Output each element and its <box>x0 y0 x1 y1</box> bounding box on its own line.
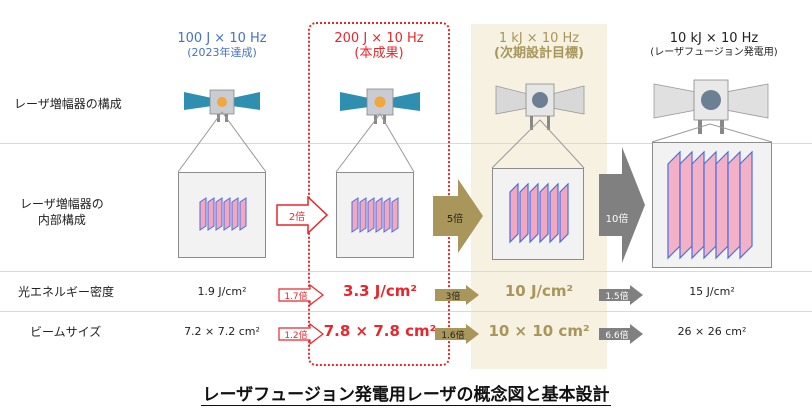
row-label-internal-line2: 内部構成 <box>37 213 86 228</box>
row-divider <box>0 311 812 312</box>
amplifier-device-1kj <box>495 83 585 130</box>
amplifier-device-100j <box>184 89 260 122</box>
multiplier-beam-6-6x: 6.6倍 <box>605 331 629 341</box>
arrow-gray <box>599 147 645 263</box>
slab-stack-100j <box>199 197 247 231</box>
column-header-10kj: 10 kJ × 10 Hz (レーザフュージョン発電用) <box>614 31 812 58</box>
slab-stack-200j <box>351 197 399 233</box>
beam-size-10kj: 26 × 26 cm² <box>677 325 747 338</box>
amplifier-device-200j <box>340 88 420 124</box>
column-header-100j: 100 J × 10 Hz (2023年達成) <box>162 31 282 60</box>
column-subtitle: (本成果) <box>354 45 404 61</box>
multiplier-internal-2x: 2倍 <box>288 212 306 223</box>
column-title: 100 J × 10 Hz <box>177 31 267 46</box>
multiplier-internal-10x: 10倍 <box>605 214 629 225</box>
energy-density-100j: 1.9 J/cm² <box>197 285 247 298</box>
multiplier-energy-3x: 3倍 <box>445 292 461 302</box>
multiplier-energy-1-7x: 1.7倍 <box>284 292 308 302</box>
row-label-beam-size: ビームサイズ <box>30 325 102 339</box>
row-divider <box>0 271 812 272</box>
energy-density-200j: 3.3 J/cm² <box>343 282 417 300</box>
arrow-outline-red-energy <box>278 284 324 306</box>
arrow-gold-energy <box>435 285 479 305</box>
figure-caption-text: レーザフュージョン発電用レーザの概念図と基本設計 <box>200 385 612 406</box>
multiplier-internal-5x: 5倍 <box>446 214 464 225</box>
row-label-internal-line1: レーザ増幅器の <box>20 197 104 211</box>
arrow-gray-beam <box>599 324 643 344</box>
arrow-gold <box>433 179 483 253</box>
slab-stack-10kj <box>667 150 753 260</box>
column-subtitle: (レーザフュージョン発電用) <box>650 46 778 58</box>
column-title: 10 kJ × 10 Hz <box>669 31 759 46</box>
column-title: 1 kJ × 10 Hz <box>498 31 580 46</box>
amplifier-device-10kj <box>653 79 769 134</box>
multiplier-beam-1-2x: 1.2倍 <box>284 331 308 341</box>
slab-stack-1kj <box>509 182 569 244</box>
beam-size-200j: 7.8 × 7.8 cm² <box>323 322 437 340</box>
beam-size-1kj: 10 × 10 cm² <box>488 322 590 340</box>
internal-box-200j <box>336 172 414 258</box>
arrow-gold-beam <box>435 324 479 344</box>
column-subtitle: (2023年達成) <box>187 45 257 59</box>
multiplier-beam-1-6x: 1.6倍 <box>441 331 465 341</box>
figure-caption: レーザフュージョン発電用レーザの概念図と基本設計 <box>0 380 812 406</box>
energy-density-10kj: 15 J/cm² <box>689 285 735 298</box>
row-label-internal: レーザ増幅器の 内部構成 <box>20 196 104 228</box>
multiplier-energy-1-5x: 1.5倍 <box>605 292 629 302</box>
row-label-energy-density: 光エネルギー密度 <box>18 285 115 299</box>
highlight-frame-this-result <box>308 22 450 366</box>
column-subtitle: (次期設計目標) <box>494 45 584 61</box>
column-title: 200 J × 10 Hz <box>334 31 424 46</box>
arrow-gray-energy <box>599 285 643 305</box>
arrow-outline-red-beam <box>278 323 324 345</box>
row-label-config: レーザ増幅器の構成 <box>14 97 122 111</box>
column-header-1kj: 1 kJ × 10 Hz (次期設計目標) <box>476 31 602 62</box>
row-divider <box>0 143 812 144</box>
beam-size-100j: 7.2 × 7.2 cm² <box>184 325 260 338</box>
column-header-200j: 200 J × 10 Hz (本成果) <box>314 31 444 62</box>
arrow-outline-red <box>276 196 328 234</box>
energy-density-1kj: 10 J/cm² <box>504 282 574 300</box>
